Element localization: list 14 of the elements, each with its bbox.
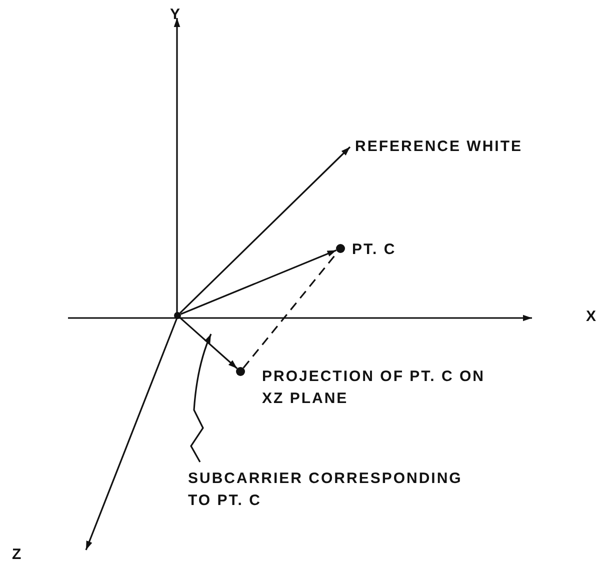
point-dot <box>174 312 181 319</box>
callout-text: SUBCARRIER CORRESPONDING TO PT. C <box>188 468 478 512</box>
axis-label: Z <box>12 545 23 565</box>
vector-arrow <box>180 249 337 315</box>
leader-line <box>190 334 212 462</box>
point-label: PT. C <box>352 240 398 260</box>
point-dot <box>336 244 345 253</box>
callout-text: REFERENCE WHITE <box>355 136 585 158</box>
vector-arrow <box>180 317 238 370</box>
axis-label: X <box>586 307 598 327</box>
point-label: PROJECTION OF PT. C ON XZ PLANE <box>262 367 486 409</box>
vector-arrow <box>179 146 351 314</box>
point-dot <box>236 367 245 376</box>
axis-label: Y <box>170 5 182 25</box>
